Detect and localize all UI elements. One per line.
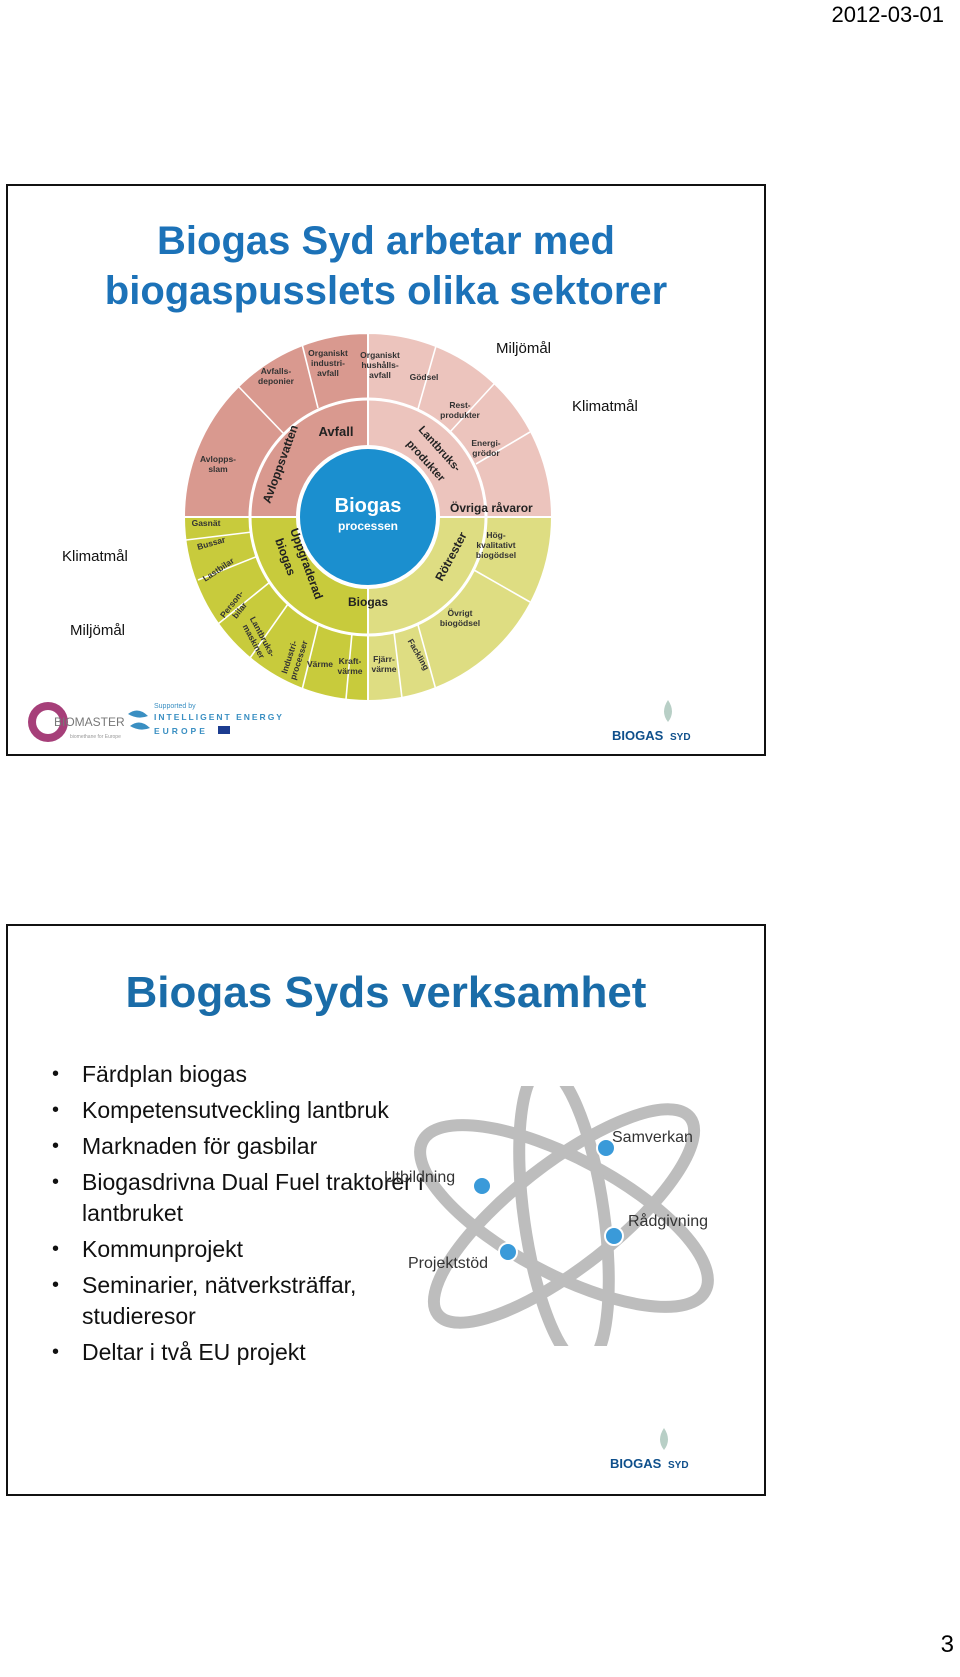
outer-godsel: Gödsel: [410, 372, 439, 382]
atom-nodes: [472, 1138, 624, 1262]
activities-list: Färdplan biogas Kompetensutveckling lant…: [48, 1059, 428, 1373]
list-item: Seminarier, nätverksträffar, studieresor: [48, 1270, 428, 1332]
slide2-title: Biogas Syds verksamhet: [125, 968, 647, 1017]
biogas-syd-text: BIOGAS: [612, 728, 664, 743]
label-projektstod: Projektstöd: [408, 1255, 488, 1272]
orbit-3: [513, 1086, 615, 1346]
biomaster-text: BIOMASTER: [54, 715, 125, 729]
atom-diagram: Samverkan Utbildning Rådgivning Projekts…: [384, 1086, 714, 1346]
outer-fjarrvarme: Fjärr-värme: [371, 654, 396, 674]
wheel-dividers: [184, 334, 552, 700]
list-item: Deltar i två EU projekt: [48, 1337, 428, 1368]
slide1-title-line2: biogaspusslets olika sektorer: [104, 269, 668, 313]
biomaster-subtext: biomethane for Europe: [70, 734, 121, 740]
biogas-syd-logo-1: BIOGAS SYD: [612, 700, 691, 743]
node-utbildning: [472, 1176, 492, 1196]
biogas-puzzle-wheel: Biogas processen Avfall Lantbruks- produ…: [182, 334, 554, 703]
outer-gasnat: Gasnät: [192, 518, 221, 528]
node-projektstod: [498, 1242, 518, 1262]
biogas-syd-flame-icon-2: [660, 1428, 668, 1450]
slide1-title: Biogas Syd arbetar med biogaspusslets ol…: [8, 186, 764, 316]
outer-kraftvarme: Kraft-värme: [337, 656, 362, 676]
center-label-1: Biogas: [335, 495, 402, 517]
list-item: Marknaden för gasbilar: [48, 1131, 428, 1162]
slide1-title-line1: Biogas Syd arbetar med: [157, 219, 615, 263]
biomaster-logo: BIOMASTER biomethane for Europe: [28, 702, 125, 742]
biogas-syd-syd-2: SYD: [668, 1460, 689, 1471]
outer-restprodukter: Rest-produkter: [440, 400, 480, 420]
date-header: 2012-03-01: [831, 2, 944, 27]
node-samverkan: [596, 1138, 616, 1158]
wheel-center: [296, 445, 440, 589]
biogas-syd-syd: SYD: [670, 732, 691, 743]
orbit-2: [427, 1103, 701, 1329]
goal-miljomal-top: Miljömål: [496, 340, 552, 357]
biogas-syd-text-2: BIOGAS: [610, 1456, 662, 1471]
ie-icon: [128, 710, 150, 730]
biogas-syd-flame-icon: [664, 700, 672, 722]
inner-avfall: Avfall: [319, 424, 354, 439]
node-radgivning: [604, 1226, 624, 1246]
ie-supported: Supported by: [154, 703, 196, 710]
slide-verksamhet: Biogas Syds verksamhet Färdplan biogas K…: [6, 924, 766, 1496]
logo-strip: BIOMASTER biomethane for Europe Supporte…: [28, 700, 691, 743]
label-samverkan: Samverkan: [612, 1129, 693, 1146]
slide-biogas-sectors: Biogas Syd arbetar med biogaspusslets ol…: [6, 184, 766, 756]
list-item: Färdplan biogas: [48, 1059, 428, 1090]
ie-line1: INTELLIGENT ENERGY: [154, 712, 284, 722]
inner-biogas: Biogas: [348, 595, 388, 609]
goal-miljomal-left: Miljömål: [70, 622, 126, 639]
page-number: 3: [940, 1631, 954, 1658]
label-radgivning: Rådgivning: [628, 1212, 708, 1230]
outer-energigrodor: Energi-grödor: [471, 438, 500, 458]
intelligent-energy-logo: Supported by INTELLIGENT ENERGY EUROPE: [128, 703, 284, 736]
inner-ovriga: Övriga råvaror: [450, 500, 533, 515]
goal-klimatmal-top: Klimatmål: [572, 398, 638, 415]
outer-varme: Värme: [307, 659, 333, 669]
list-item: Biogasdrivna Dual Fuel traktorer i lantb…: [48, 1167, 428, 1229]
outer-avloppsslam: Avlopps-slam: [200, 454, 236, 474]
atom-orbits: [414, 1086, 714, 1346]
label-utbildning: Utbildning: [384, 1169, 455, 1186]
goal-klimatmal-left: Klimatmål: [62, 548, 128, 565]
center-label-2: processen: [338, 519, 398, 533]
list-item: Kommunprojekt: [48, 1234, 428, 1265]
outer-avfallsdeponier: Avfalls-deponier: [258, 366, 295, 386]
list-item: Kompetensutveckling lantbruk: [48, 1095, 428, 1126]
eu-flag-icon: [218, 726, 230, 734]
ie-line2: EUROPE: [154, 726, 208, 736]
biogas-syd-logo-2: BIOGAS SYD: [610, 1428, 689, 1471]
